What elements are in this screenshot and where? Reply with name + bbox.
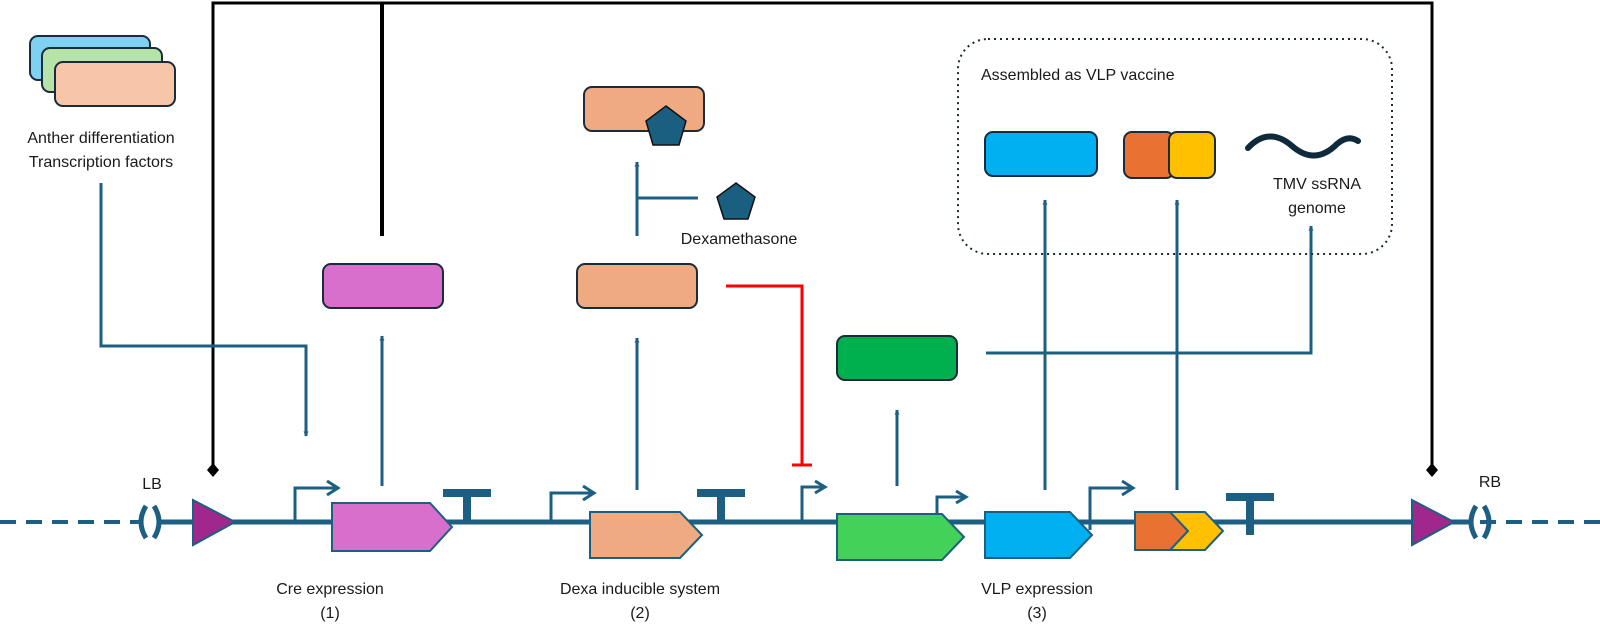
lb-label: LB: [142, 476, 162, 493]
dexa-system-label: Dexa inducible system: [560, 581, 720, 598]
tmv-label-line2: genome: [1288, 200, 1346, 217]
cre-expression-number: (1): [320, 605, 340, 622]
green-gene: [836, 513, 966, 561]
loxp-right-icon: [1411, 498, 1457, 547]
blue-coat-gene: [984, 511, 1094, 559]
ssrna-genome-icon: [1245, 133, 1361, 159]
inhibition-line: [726, 284, 812, 467]
cre-feedback-loop: [207, 1, 1438, 477]
vlp-expression-label: VLP expression: [981, 581, 1093, 598]
ssrna-production-arrow: [986, 225, 1314, 355]
fusion-protein-yellow: [1168, 131, 1216, 179]
dexa-receptor-gene: [589, 511, 704, 559]
rb-label: RB: [1479, 474, 1501, 491]
vlp-vaccine-label: Assembled as VLP vaccine: [981, 67, 1175, 84]
cre-protein: [322, 263, 444, 309]
dexamethasone-icon: [716, 182, 756, 220]
vlp-vaccine-group: [957, 38, 1393, 255]
anther-tf-label-line1: Anther differentiation: [27, 130, 174, 147]
yellow-gene: [1167, 511, 1225, 551]
receptor-dexa-complex: [583, 86, 705, 132]
terminator-1-icon: [443, 489, 491, 522]
cre-expression-label: Cre expression: [276, 581, 384, 598]
promoter-5-icon: [1088, 486, 1130, 530]
anther-tf-stack: [29, 35, 176, 107]
dexa-receptor-protein: [576, 263, 698, 309]
right-border-icon: [1468, 504, 1492, 540]
bound-dexamethasone-icon: [645, 105, 687, 146]
promoter-2-icon: [549, 491, 591, 522]
dexa-system-number: (2): [630, 605, 650, 622]
promoter-3-icon: [800, 485, 822, 522]
cre-gene: [331, 502, 454, 552]
anther-tf-label-line2: Transcription factors: [29, 154, 173, 171]
vlp-expression-number: (3): [1027, 605, 1047, 622]
left-border-icon: [138, 504, 162, 540]
fusion-protein-orange: [1123, 131, 1175, 179]
tmv-label-line1: TMV ssRNA: [1273, 176, 1361, 193]
coat-protein-blue: [984, 131, 1098, 177]
terminator-3-icon: [1226, 493, 1274, 535]
green-protein: [836, 335, 958, 381]
dexamethasone-label: Dexamethasone: [681, 231, 798, 248]
anther-tf-activation-arrow: [99, 183, 309, 437]
promoter-1-icon: [293, 486, 335, 522]
promoter-4-icon: [935, 495, 964, 514]
terminator-2-icon: [697, 489, 745, 522]
loxp-left-icon: [192, 498, 238, 547]
